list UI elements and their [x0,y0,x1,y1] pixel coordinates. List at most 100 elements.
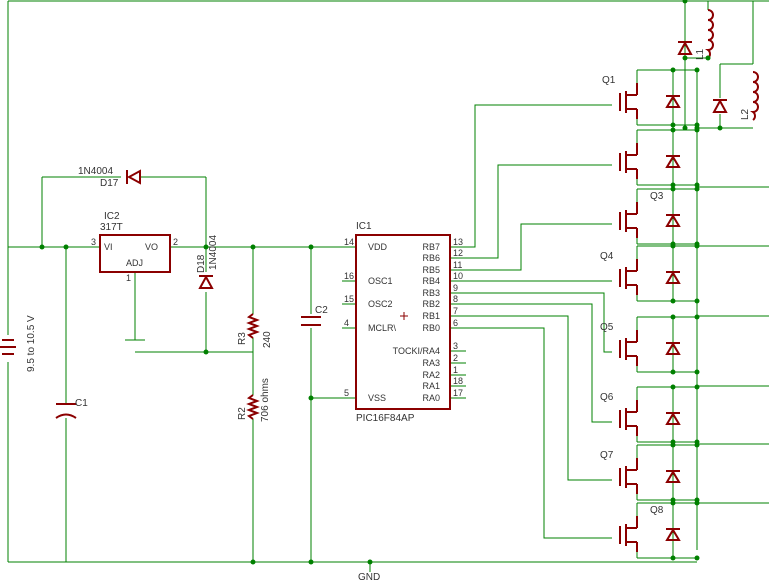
mosfet-cell: Q7 [600,442,700,503]
ic1-right-pin-num: 1 [453,365,458,375]
ic1-part: PIC16F84AP [356,413,415,424]
regulator-ic2 [99,234,171,273]
junction-dot [694,298,700,304]
transistor-label: Q4 [600,251,614,262]
ic1-right-pin-num: 17 [453,388,463,398]
battery-label: 9.5 to 10.5 V [26,315,37,372]
mosfet-cell: Q8 [619,500,700,561]
ic1-left-pin-label: MCLR\ [368,323,397,333]
junction-dot [308,244,314,250]
junction-dot [682,0,688,4]
junction-dot [63,244,69,250]
junction-dot [705,55,711,61]
transistor-label: Q6 [600,392,614,403]
junction-dot [694,500,700,506]
c1-name: C1 [75,398,88,409]
ic1-right-pin-label: RB4 [422,276,440,286]
junction-dot [682,55,688,61]
mosfet-cell [619,127,700,188]
ic1-left-pin-label: OSC2 [368,299,393,309]
ic1-right-pin-num: 10 [453,271,463,281]
regulator-pin-vo: VO [145,242,158,252]
mosfet-cell: Q3 [619,186,700,247]
transistor-label: Q1 [602,75,616,86]
junction-dot [694,555,700,561]
junction-dot [670,314,676,320]
junction-dot [670,500,676,506]
ground-label: GND [358,572,380,582]
junction-dot [694,182,700,188]
r3-value: 240 [262,331,273,348]
ic1-left-pin-label: OSC1 [368,276,393,286]
junction-dot [694,314,700,320]
mosfet-cell: Q5 [600,314,700,375]
ic1-right-pin-num: 13 [453,237,463,247]
junction-dot [694,384,700,390]
junction-dot [670,67,676,73]
ic1-left-pin-num: 4 [344,318,349,328]
junction-dot [670,182,676,188]
l1-name: L1 [695,48,706,60]
r2-name: R2 [237,407,248,420]
junction-dot [250,244,256,250]
ic1-left-pin-label: VDD [368,242,388,252]
junction-dot [670,298,676,304]
r2-value: 706 ohms [260,378,271,422]
inductor-l2 [750,71,759,121]
ic1-right-pin-label: RA3 [422,358,440,368]
ic1-right-pin-label: RB3 [422,288,440,298]
transistor-label: Q8 [650,505,664,516]
transistor-label: Q5 [600,322,614,333]
d17-name: D17 [100,178,119,189]
regulator-pin2: 2 [173,237,178,247]
junction-dot [670,243,676,249]
d18-name: D18 [196,254,207,273]
junction-dot [670,186,676,192]
ic1-right-pin-num: 3 [453,341,458,351]
junction-dots [39,0,723,565]
ic1-right-pin-num: 11 [453,260,462,270]
junction-dot [670,369,676,375]
ic1-left-pin-num: 15 [344,294,354,304]
ic1-right-pin-label: RB6 [422,253,440,263]
c2-name: C2 [315,305,328,316]
capacitor-c1 [55,403,77,419]
junction-dot [670,555,676,561]
ic1-right-pin-num: 8 [453,294,458,304]
ic1-left-pin-num: 14 [344,237,354,247]
junction-dot [717,125,723,131]
ic1-right-pin-label: RB2 [422,299,440,309]
ic1-pic [355,234,451,410]
ic1-right-pin-label: RA2 [422,370,440,380]
diode-d18 [198,274,214,289]
diode-d17 [126,169,141,185]
ic1-name: IC1 [356,221,372,232]
ic1-right-pin-num: 7 [453,306,458,316]
r3-name: R3 [237,332,248,345]
transistor-label: Q7 [600,450,614,461]
junction-dot [367,559,373,565]
ic1-left-pin-num: 5 [344,388,349,398]
inductor-l1 [705,9,714,59]
regulator-name: IC2 [104,211,120,222]
transistor-label: Q3 [650,191,664,202]
ic1-right-pin-label: RB7 [422,242,440,252]
junction-dot [203,349,209,355]
resistor-r2 [246,394,260,420]
resistor-r3 [246,313,260,339]
l2-name: L2 [740,108,751,120]
ic1-left-pin-label: VSS [368,393,386,403]
regulator-pin-vi: VI [104,242,113,252]
junction-dot [682,125,688,131]
d17-value: 1N4004 [78,166,113,177]
capacitor-c2 [301,316,321,326]
ic1-right-pin-num: 6 [453,318,458,328]
mosfet-cell: Q6 [600,384,700,445]
battery-symbol [0,339,16,355]
ic1-left-pin-num: 16 [344,271,354,281]
junction-dot [670,384,676,390]
junction-dot [694,67,700,73]
